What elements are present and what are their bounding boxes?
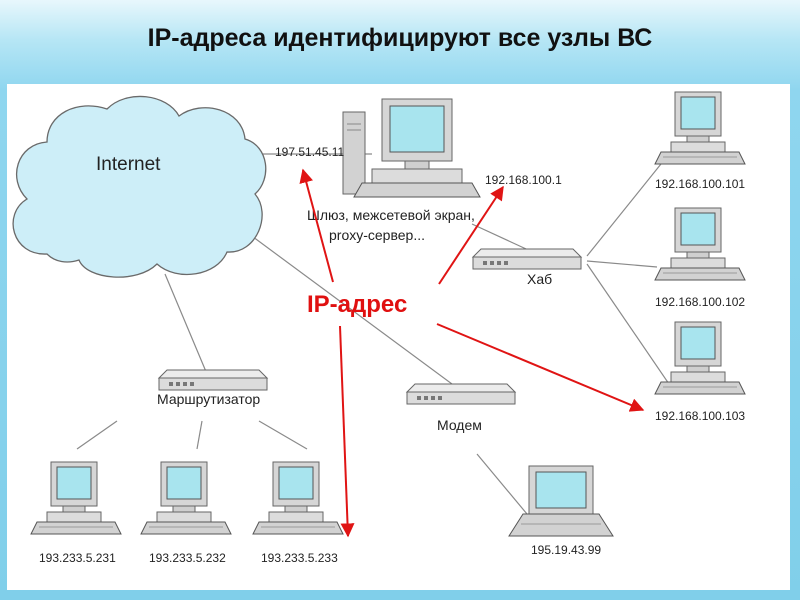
router-pc3-ip: 193.233.5.233 [261, 551, 338, 565]
router-pc1-ip: 193.233.5.231 [39, 551, 116, 565]
cloud-label: Internet [96, 154, 161, 175]
hub-pc3-ip: 192.168.100.103 [655, 409, 745, 423]
laptop-ip: 195.19.43.99 [531, 543, 601, 557]
desktop-icon [654, 207, 746, 281]
link-cloud-modem [221, 213, 453, 385]
hub-label: Хаб [527, 271, 552, 287]
gateway-label-line1: Шлюз, межсетевой экран, [307, 207, 475, 223]
cloud-icon [12, 95, 267, 278]
arrow-to-hub-pc3 [436, 323, 645, 412]
link-hub-pc3 [586, 263, 670, 385]
ip-arrows [299, 168, 645, 538]
modem-label: Модем [437, 417, 482, 433]
desktop-icon [30, 461, 122, 535]
link-cloud-router [164, 273, 208, 375]
arrow-to-gateway-ip [299, 168, 334, 283]
gateway-label-line2: proxy-сервер... [329, 227, 425, 243]
link-hub-pc1 [586, 153, 670, 257]
desktop-icon [140, 461, 232, 535]
router-icon [158, 369, 268, 391]
router-label: Маршрутизатор [157, 391, 260, 407]
link-modem-laptop [476, 453, 528, 515]
link-hub-pc2 [586, 260, 658, 268]
link-router-pc1 [76, 420, 118, 450]
laptop-icon [508, 465, 614, 537]
server-icon [342, 98, 481, 198]
diagram-panel: Internet 197.51.45.11 Шлюз, межсетевой э… [7, 84, 790, 590]
desktop-icon [654, 321, 746, 395]
slide-title: IP-адреса идентифицируют все узлы ВС [147, 24, 653, 52]
router-pc2-ip: 193.233.5.232 [149, 551, 226, 565]
arrow-to-inner-ip [438, 185, 504, 285]
desktop-icon [252, 461, 344, 535]
link-router-pc3 [258, 420, 308, 450]
hub-icon [472, 248, 582, 270]
arrow-to-router-pc3 [339, 325, 355, 538]
gateway-inner-ip-label: 192.168.100.1 [485, 173, 562, 187]
network-links [76, 153, 670, 515]
center-ip-label: IP-адрес [307, 291, 407, 318]
desktop-icon [654, 91, 746, 165]
hub-pc1-ip: 192.168.100.101 [655, 177, 745, 191]
hub-pc2-ip: 192.168.100.102 [655, 295, 745, 309]
gateway-ip-label: 197.51.45.11 [275, 145, 345, 159]
modem-icon [406, 383, 516, 405]
link-router-pc2 [196, 420, 203, 450]
